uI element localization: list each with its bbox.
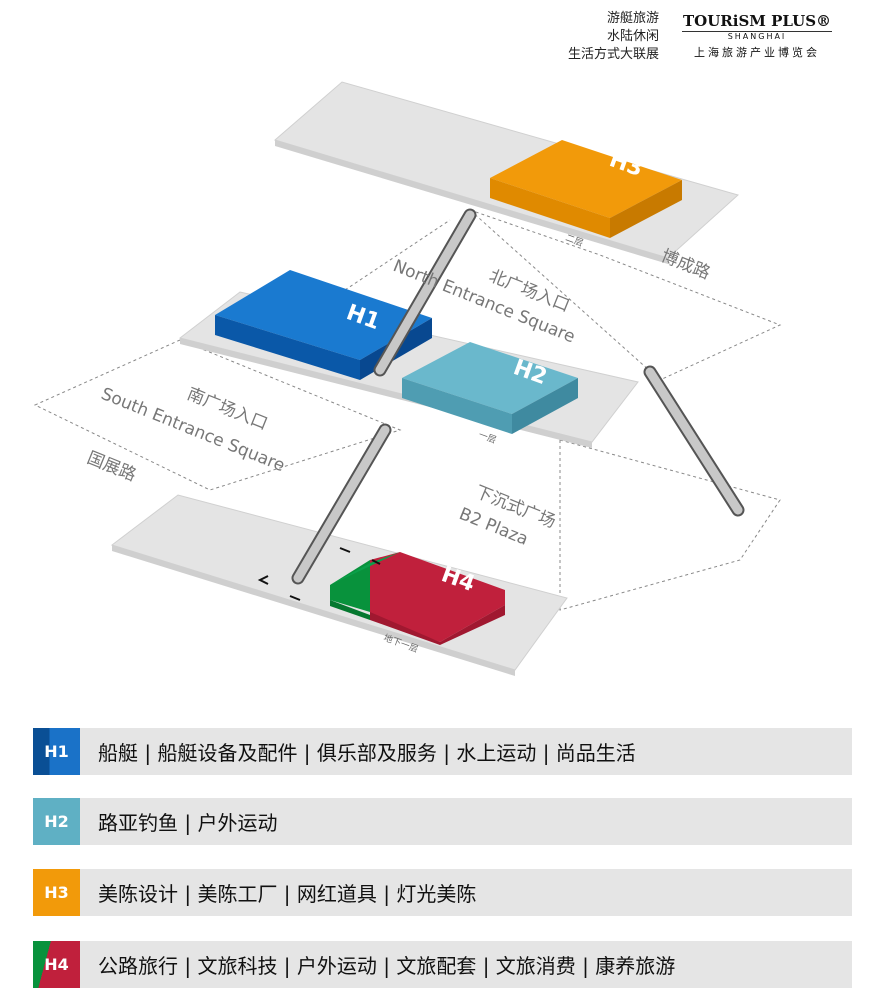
slogan-line: 生活方式大联展 bbox=[567, 47, 659, 62]
elevator-marker bbox=[257, 547, 381, 601]
legend-text: 船艇 | 船艇设备及配件 | 俱乐部及服务 | 水上运动 | 尚品生活 bbox=[98, 741, 636, 765]
tourism-plus-logo: TOURiSM PLUS® SHANGHAI 上海旅游产业博览会 bbox=[682, 12, 832, 60]
logo-cn: 上海旅游产业博览会 bbox=[694, 46, 820, 59]
legend-text: 公路旅行 | 文旅科技 | 户外运动 | 文旅配套 | 文旅消费 | 康养旅游 bbox=[98, 954, 676, 978]
legend-row-h2: H2 路亚钓鱼 | 户外运动 bbox=[33, 798, 852, 845]
legend-text: 美陈设计 | 美陈工厂 | 网红道具 | 灯光美陈 bbox=[98, 882, 477, 906]
hall-h4-block[interactable]: H4 bbox=[330, 552, 505, 645]
slogan: 游艇旅游 水陆休闲 生活方式大联展 bbox=[568, 10, 659, 64]
logo-sub: SHANGHAI bbox=[682, 31, 832, 42]
escalators bbox=[291, 208, 745, 585]
badge-h3: H3 bbox=[33, 869, 80, 916]
legend-row-h4: H4 公路旅行 | 文旅科技 | 户外运动 | 文旅配套 | 文旅消费 | 康养… bbox=[33, 941, 852, 988]
label-road-west: 国展路 bbox=[84, 448, 139, 486]
floor-diagram: 地下一层 H4 一层 H1 H2 bbox=[33, 81, 782, 676]
badge-h2: H2 bbox=[33, 798, 80, 845]
legend-row-h1: H1 船艇 | 船艇设备及配件 | 俱乐部及服务 | 水上运动 | 尚品生活 bbox=[33, 728, 852, 775]
zone-outlines bbox=[33, 209, 782, 611]
legend-text: 路亚钓鱼 | 户外运动 bbox=[98, 811, 278, 835]
slogan-line: 水陆休闲 bbox=[606, 29, 659, 44]
floor-label-f1: 一层 bbox=[477, 429, 498, 445]
badge-h1: H1 bbox=[33, 728, 80, 775]
logo-title: TOURiSM PLUS® bbox=[682, 12, 832, 30]
badge-h4: H4 bbox=[33, 941, 80, 988]
hall-h3-block[interactable]: H3 bbox=[490, 140, 682, 238]
slogan-line: 游艇旅游 bbox=[606, 11, 659, 26]
legend-row-h3: H3 美陈设计 | 美陈工厂 | 网红道具 | 灯光美陈 bbox=[33, 869, 852, 916]
label-road-east: 博成路 bbox=[658, 246, 713, 284]
